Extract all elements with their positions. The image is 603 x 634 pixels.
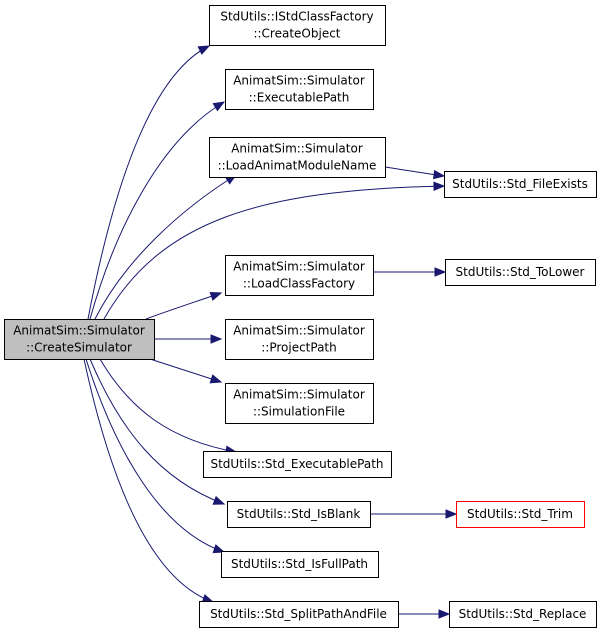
- node-box: [456, 501, 585, 528]
- node-box: [225, 69, 374, 110]
- node-label-line: StdUtils::Std_SplitPathAndFile: [210, 607, 387, 621]
- node-isfullpath[interactable]: StdUtils::Std_IsFullPath: [221, 551, 379, 578]
- node-createobject[interactable]: StdUtils::IStdClassFactory::CreateObject: [209, 5, 386, 46]
- node-label-line: ::ExecutablePath: [249, 91, 350, 105]
- node-label-line: AnimatSim::Simulator: [13, 324, 145, 338]
- node-label-line: ::LoadAnimatModuleName: [218, 159, 377, 173]
- edge-root-to-std_executablepath: [99, 358, 237, 453]
- node-box: [199, 601, 399, 628]
- node-box: [449, 601, 597, 628]
- node-box: [209, 137, 386, 178]
- arrowhead-icon: [433, 181, 446, 191]
- node-replace[interactable]: StdUtils::Std_Replace: [449, 601, 597, 628]
- node-box: [225, 383, 374, 424]
- edge-root-to-executablepath: [89, 101, 225, 320]
- call-edges: [83, 45, 458, 619]
- arrowhead-icon: [432, 169, 446, 180]
- node-trim[interactable]: StdUtils::Std_Trim: [456, 501, 585, 528]
- node-label-line: AnimatSim::Simulator: [233, 388, 365, 402]
- node-box: [225, 319, 374, 360]
- node-label-line: ::LoadClassFactory: [243, 277, 355, 291]
- edge-root-to-fileexists: [103, 185, 445, 320]
- node-label-line: StdUtils::Std_ToLower: [456, 265, 585, 279]
- arrowhead-icon: [438, 609, 451, 619]
- node-label-line: AnimatSim::Simulator: [233, 260, 365, 274]
- node-projectpath[interactable]: AnimatSim::Simulator::ProjectPath: [225, 319, 374, 360]
- node-splitpathandfile[interactable]: StdUtils::Std_SplitPathAndFile: [199, 601, 399, 628]
- node-label-line: AnimatSim::Simulator: [233, 74, 365, 88]
- arrowhead-icon: [434, 267, 447, 277]
- node-fileexists[interactable]: StdUtils::Std_FileExists: [444, 171, 597, 198]
- function-nodes: AnimatSim::Simulator::CreateSimulatorStd…: [4, 5, 597, 628]
- node-label-line: StdUtils::Std_Replace: [459, 607, 587, 621]
- edge-root-to-simulationfile: [149, 358, 222, 383]
- node-loadclassfactory[interactable]: AnimatSim::Simulator::LoadClassFactory: [225, 255, 374, 296]
- node-box: [227, 501, 371, 528]
- edge-root-to-isblank: [89, 358, 225, 505]
- node-label-line: ::CreateSimulator: [26, 341, 132, 355]
- arrowhead-icon: [209, 374, 223, 384]
- node-label-line: ::ProjectPath: [261, 341, 337, 355]
- node-label-line: StdUtils::IStdClassFactory: [220, 10, 373, 24]
- arrowhead-icon: [212, 544, 226, 554]
- node-box: [444, 171, 597, 198]
- node-label-line: StdUtils::Std_Trim: [467, 507, 573, 521]
- node-label-line: StdUtils::Std_IsBlank: [237, 507, 361, 521]
- node-label-line: StdUtils::Std_IsFullPath: [231, 557, 368, 571]
- edge-root-to-loadanimatmodulename: [94, 174, 237, 320]
- arrowhead-icon: [209, 291, 223, 301]
- node-label-line: StdUtils::Std_ExecutablePath: [210, 457, 383, 471]
- arrowhead-icon: [197, 45, 211, 55]
- node-tolower[interactable]: StdUtils::Std_ToLower: [445, 259, 596, 286]
- node-box: [203, 451, 392, 478]
- edge-root-to-createobject: [87, 45, 210, 320]
- node-label-line: ::SimulationFile: [253, 405, 345, 419]
- node-box: [445, 259, 596, 286]
- arrowhead-icon: [212, 495, 226, 505]
- edge-root-to-splitpathandfile: [83, 358, 214, 603]
- node-box: [4, 319, 155, 360]
- node-label-line: StdUtils::Std_FileExists: [452, 177, 588, 191]
- node-isblank[interactable]: StdUtils::Std_IsBlank: [227, 501, 371, 528]
- node-box: [221, 551, 379, 578]
- edge-root-to-loadclassfactory: [145, 292, 222, 320]
- node-simulationfile[interactable]: AnimatSim::Simulator::SimulationFile: [225, 383, 374, 424]
- node-std_executablepath[interactable]: StdUtils::Std_ExecutablePath: [203, 451, 392, 478]
- node-root[interactable]: AnimatSim::Simulator::CreateSimulator: [4, 319, 155, 360]
- node-label-line: ::CreateObject: [253, 27, 340, 41]
- node-box: [225, 255, 374, 296]
- node-label-line: AnimatSim::Simulator: [231, 142, 363, 156]
- arrowhead-icon: [210, 334, 223, 344]
- node-box: [209, 5, 386, 46]
- arrowhead-icon: [445, 509, 458, 519]
- node-loadanimatmodulename[interactable]: AnimatSim::Simulator::LoadAnimatModuleNa…: [209, 137, 386, 178]
- node-label-line: AnimatSim::Simulator: [233, 324, 365, 338]
- edge-root-to-isfullpath: [85, 358, 225, 553]
- node-executablepath[interactable]: AnimatSim::Simulator::ExecutablePath: [225, 69, 374, 110]
- arrowhead-icon: [212, 101, 226, 112]
